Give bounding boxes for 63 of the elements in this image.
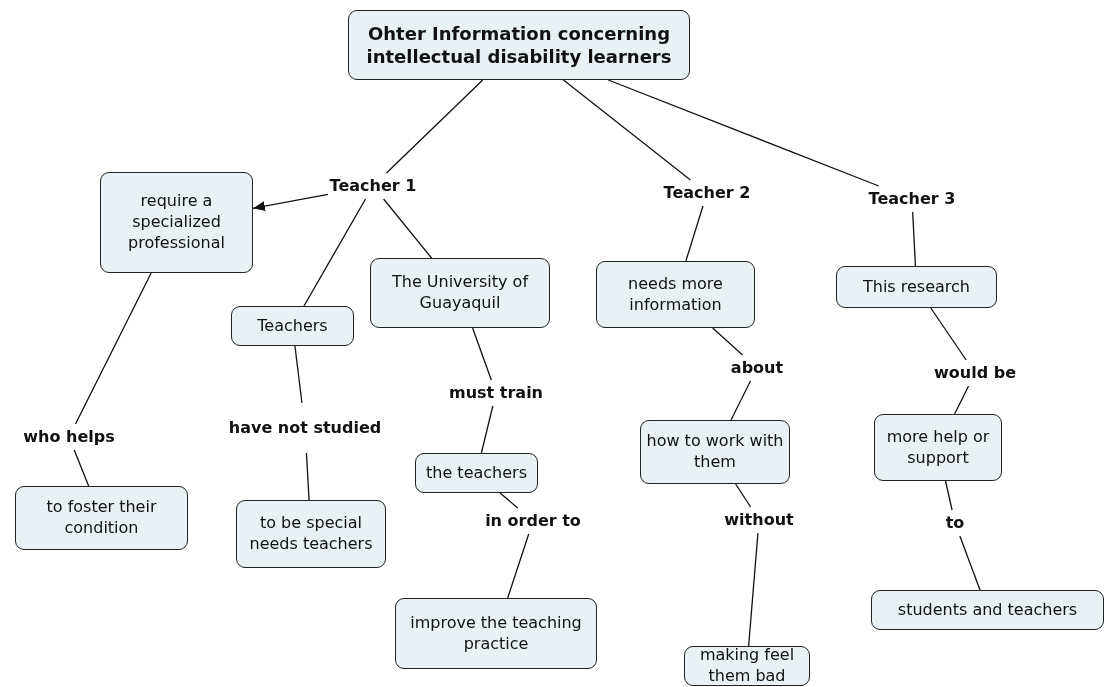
connector-line	[954, 385, 970, 415]
connector-line	[74, 272, 152, 425]
connector-line	[294, 345, 303, 404]
concept-box	[596, 261, 755, 328]
concept-box	[370, 258, 550, 328]
linking-phrase: Teacher 1	[329, 175, 417, 197]
connector-line	[712, 327, 744, 356]
connector-line	[685, 205, 704, 262]
concept-text: the teachers	[426, 462, 527, 484]
connector-line	[73, 449, 90, 487]
linking-phrase: about	[730, 357, 784, 379]
connector-line	[305, 452, 310, 501]
concept-box	[15, 486, 188, 550]
connector-line	[385, 79, 484, 174]
concept-text: more help or support	[885, 426, 991, 469]
concept-text: how to work with them	[645, 431, 785, 473]
concept-box	[100, 172, 253, 273]
concept-box	[231, 306, 354, 346]
linking-phrase: without	[724, 509, 794, 531]
connector-line	[735, 483, 752, 508]
concept-box	[684, 646, 810, 686]
concept-box	[874, 414, 1002, 481]
linking-phrase: Teacher 2	[663, 182, 751, 204]
concept-text: making feel them bad	[698, 645, 796, 687]
linking-phrase: would be	[934, 362, 1016, 384]
connector-line	[499, 492, 519, 509]
concept-text: This research	[863, 276, 970, 298]
concept-text: The University of Guayaquil	[390, 272, 530, 314]
concept-text: students and teachers	[897, 599, 1078, 621]
connector-line	[480, 405, 494, 454]
linking-phrase: in order to	[485, 510, 581, 532]
concept-box	[640, 420, 790, 484]
connector-line	[748, 532, 759, 647]
connector-line	[730, 380, 752, 421]
concept-text: Teachers	[257, 315, 328, 337]
concept-text: needs more information	[627, 273, 724, 316]
concept-box	[836, 266, 997, 308]
concept-box	[871, 590, 1104, 630]
concept-box	[415, 453, 538, 493]
connector-line	[930, 307, 967, 361]
connector-line	[471, 327, 492, 381]
connector-line	[507, 533, 530, 599]
linking-phrase: must train	[449, 382, 543, 404]
connector-line	[912, 211, 917, 267]
concept-text: to foster their condition	[45, 497, 158, 539]
concept-box	[236, 500, 386, 568]
connector-line	[562, 79, 692, 181]
concept-text: require a specialized professional	[127, 191, 226, 254]
concept-text: Ohter Information concerning intellectual disability learners	[365, 21, 673, 69]
concept-text: improve the teaching practice	[409, 612, 583, 655]
connector-line	[607, 79, 880, 187]
arrow	[252, 193, 329, 211]
linking-phrase: Teacher 3	[868, 188, 956, 210]
connector-line	[382, 198, 433, 259]
linking-phrase: who helps	[23, 426, 115, 448]
linking-phrase: to	[945, 512, 965, 534]
title-box	[348, 10, 690, 80]
concept-text: to be special needs teachers	[248, 513, 374, 555]
connector-line	[944, 480, 953, 511]
connector-line	[959, 535, 981, 591]
linking-phrase: have not studied	[228, 417, 382, 439]
concept-box	[395, 598, 597, 669]
connector-line	[303, 198, 367, 307]
